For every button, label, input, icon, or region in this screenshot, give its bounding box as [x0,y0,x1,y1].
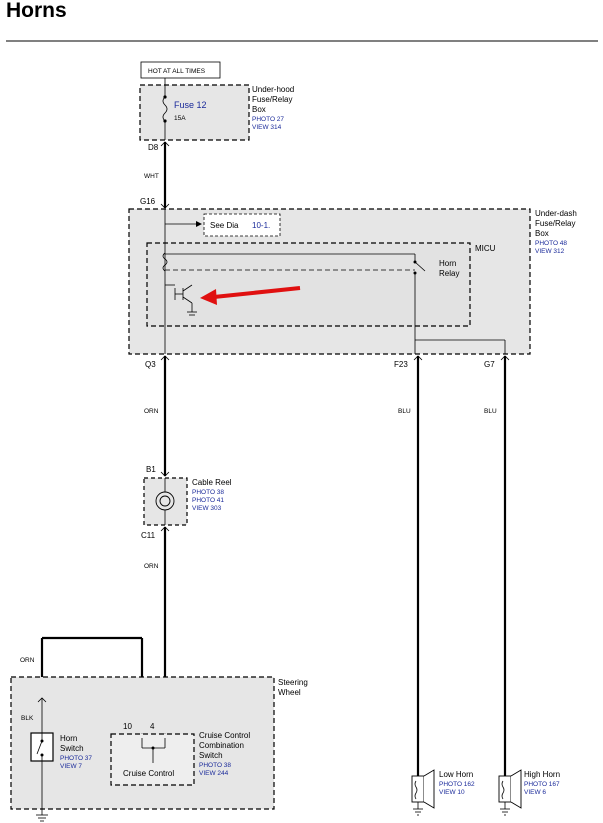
underdash-view: VIEW 312 [535,248,565,255]
underdash-name-3: Box [535,229,549,238]
cable-reel-photo-1: PHOTO 38 [192,489,224,496]
underdash-name-1: Under-dash [535,209,577,218]
pin-g7: G7 [484,360,495,369]
wire-blk-label: BLK [21,715,34,722]
underdash-name-2: Fuse/Relay [535,219,575,228]
horn-switch-name-2: Switch [60,744,84,753]
pin-b1: B1 [146,465,156,474]
page-title: Horns [6,0,67,22]
cable-reel-box [143,477,188,526]
relay-name-2: Relay [439,269,459,278]
see-dia-text: See Dia [210,221,239,230]
micu-box [146,242,471,327]
micu-label: MICU [475,244,496,253]
low-horn-view: VIEW 10 [439,789,465,796]
relay-coil [162,252,168,272]
pin-f23: F23 [394,360,408,369]
cruise-photo: PHOTO 38 [199,762,231,769]
underhood-photo: PHOTO 27 [252,116,284,123]
horn-switch-name-1: Horn [60,734,77,743]
connector-b1 [160,471,170,477]
high-horn-icon [498,769,522,816]
underhood-name-3: Box [252,105,266,114]
cable-reel-name: Cable Reel [192,478,232,487]
pin-g16: G16 [140,197,156,206]
cruise-inner-label: Cruise Control [123,769,174,778]
underhood-name-2: Fuse/Relay [252,95,292,104]
wire-orn-label-1: ORN [144,408,159,415]
pin-d8: D8 [148,143,159,152]
transistor-symbol [165,284,197,316]
cruise-name-3: Switch [199,751,223,760]
fuse-name: Fuse 12 [174,100,207,110]
pin-c11: C11 [141,531,156,540]
wire-blu-label-2: BLU [484,408,497,415]
see-dia-box [203,213,281,237]
underdash-photo: PHOTO 48 [535,240,567,247]
cruise-name-2: Combination [199,741,244,750]
low-horn-icon [411,769,435,816]
high-horn-photo: PHOTO 167 [524,781,560,788]
underhood-name-1: Under-hood [252,85,294,94]
cable-reel-view: VIEW 303 [192,505,222,512]
steering-name-1: Steering [278,678,308,687]
supply-box [140,61,221,79]
relay-name-1: Horn [439,259,456,268]
underhood-view: VIEW 314 [252,124,282,131]
wire-orn-label-3: ORN [20,657,35,664]
horn-switch-view: VIEW 7 [60,763,82,770]
underhood-box [139,84,250,141]
cruise-name-1: Cruise Control [199,731,250,740]
cruise-pin-4: 4 [150,722,155,731]
pin-q3: Q3 [145,360,156,369]
cruise-view: VIEW 244 [199,770,229,777]
wire-orn-label-2: ORN [144,563,159,570]
cruise-control-box [110,733,195,786]
wire-blu-label-1: BLU [398,408,411,415]
low-horn-name: Low Horn [439,770,473,779]
cruise-pin-10: 10 [123,722,132,731]
supply-label: HOT AT ALL TIMES [148,68,206,75]
high-horn-view: VIEW 6 [524,789,546,796]
ground-icon [36,809,48,822]
connector-g16 [160,203,170,209]
wire-wht-label: WHT [144,173,159,180]
steering-name-2: Wheel [278,688,301,697]
see-dia-ref: 10-1. [252,221,270,230]
fuse-rating: 15A [174,115,186,122]
low-horn-photo: PHOTO 162 [439,781,475,788]
high-horn-name: High Horn [524,770,560,779]
red-pointer-arrow [200,286,301,305]
horn-switch-photo: PHOTO 37 [60,755,92,762]
fuse-symbol [162,85,168,140]
cable-reel-photo-2: PHOTO 41 [192,497,224,504]
